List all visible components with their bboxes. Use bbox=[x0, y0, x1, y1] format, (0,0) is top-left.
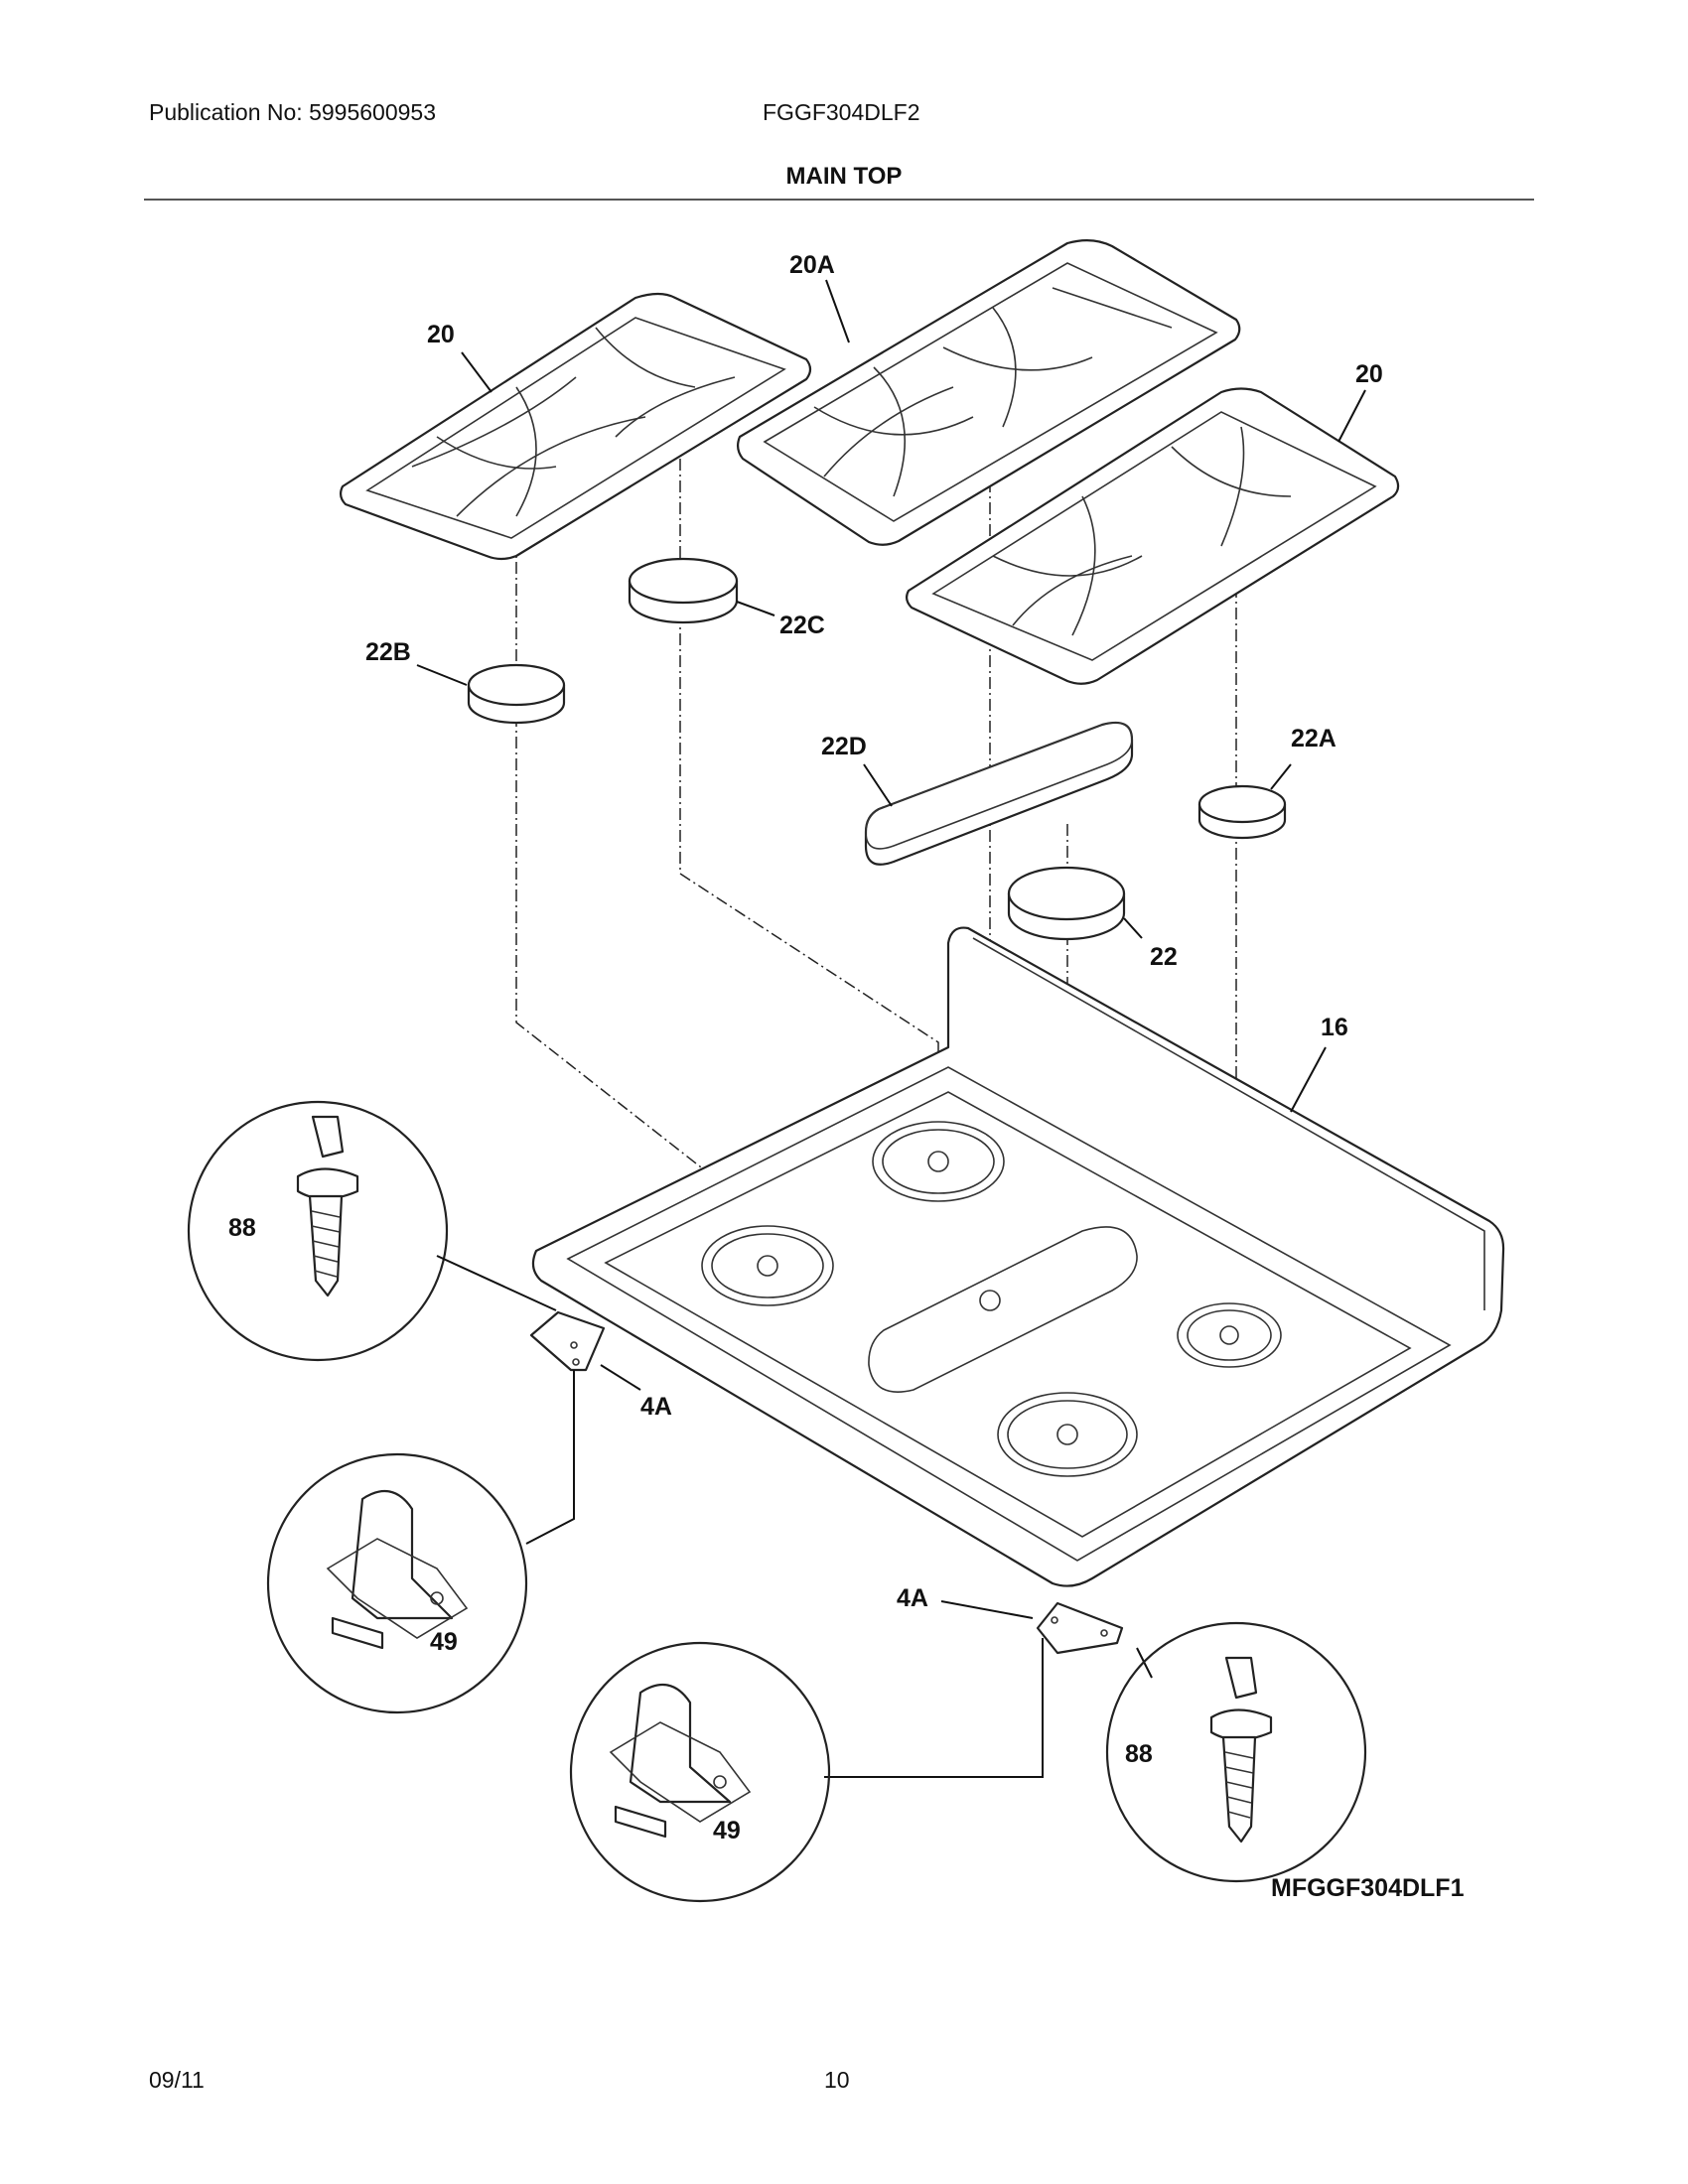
burner-cap-22a bbox=[1197, 784, 1287, 840]
model-number: FGGF304DLF2 bbox=[763, 99, 920, 125]
callout-leaders bbox=[416, 279, 1366, 1619]
label-cap-22b: 22B bbox=[365, 638, 411, 666]
grate-center bbox=[736, 239, 1241, 546]
label-clip-right: 49 bbox=[713, 1817, 741, 1844]
diagram-id: MFGGF304DLF1 bbox=[1271, 1874, 1465, 1902]
publication-number: Publication No: 5995600953 bbox=[149, 99, 437, 125]
burner-cap-22 bbox=[1007, 866, 1126, 941]
label-cap-22c: 22C bbox=[779, 612, 825, 639]
grate-left bbox=[339, 292, 812, 561]
label-grate-left: 20 bbox=[427, 321, 455, 348]
burner-cap-22d bbox=[864, 721, 1134, 866]
label-clip-left: 49 bbox=[430, 1628, 458, 1656]
bolt-detail-right bbox=[1105, 1621, 1367, 1883]
clip-detail-left bbox=[266, 1452, 528, 1714]
label-bolt-right: 88 bbox=[1125, 1740, 1153, 1768]
label-cap-22a: 22A bbox=[1291, 725, 1336, 752]
label-grate-center: 20A bbox=[789, 251, 835, 279]
page-number: 10 bbox=[824, 2067, 850, 2093]
bracket-left bbox=[436, 1255, 606, 1545]
bolt-detail-left bbox=[187, 1100, 449, 1362]
page-title: MAIN TOP bbox=[785, 163, 903, 190]
label-cap-22: 22 bbox=[1150, 943, 1178, 971]
label-cap-22d: 22D bbox=[821, 733, 867, 760]
burner-cap-22b bbox=[467, 663, 566, 725]
footer-date: 09/11 bbox=[149, 2067, 205, 2093]
header-divider bbox=[144, 199, 1534, 201]
burner-cap-22c bbox=[628, 557, 739, 624]
clip-detail-right bbox=[569, 1641, 831, 1903]
label-bracket-right: 4A bbox=[897, 1584, 928, 1612]
bracket-right bbox=[824, 1601, 1153, 1778]
label-main-top: 16 bbox=[1321, 1014, 1348, 1041]
label-bracket-left: 4A bbox=[640, 1393, 672, 1421]
label-grate-right: 20 bbox=[1355, 360, 1383, 388]
main-top-panel bbox=[531, 926, 1505, 1587]
label-bolt-left: 88 bbox=[228, 1214, 256, 1242]
grate-right bbox=[905, 387, 1400, 685]
